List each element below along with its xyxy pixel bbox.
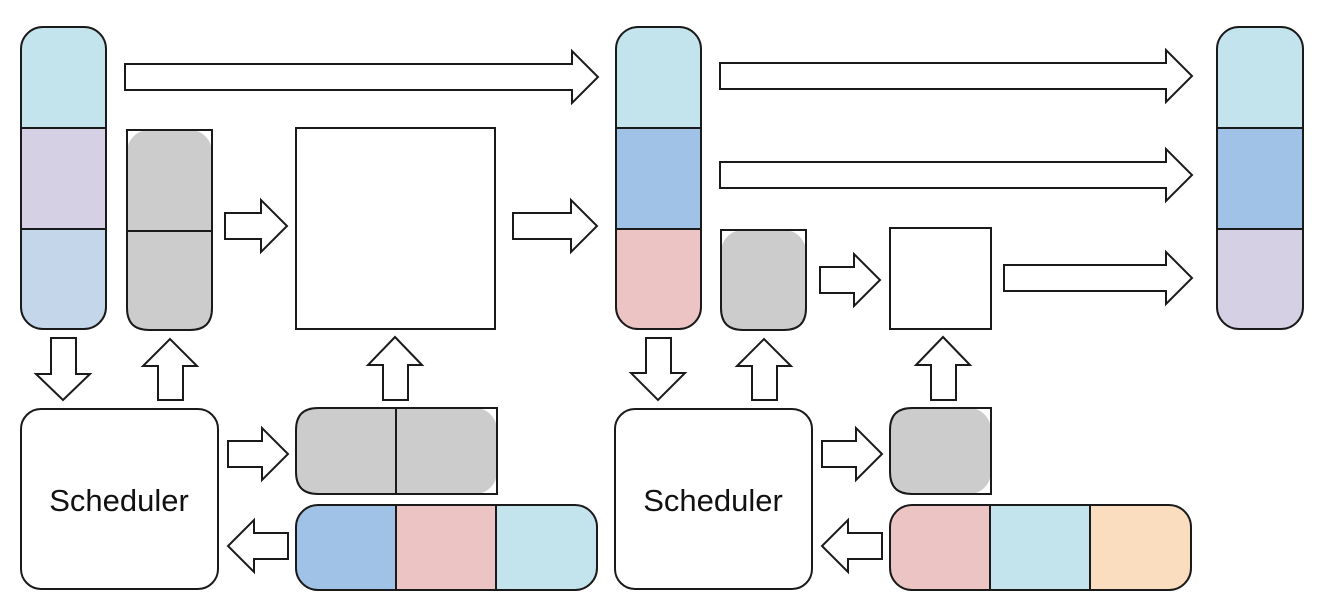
gray-queue	[889, 407, 992, 495]
queue-cell-cyan	[990, 505, 1090, 590]
arrow-right	[719, 47, 1194, 105]
request-queue	[889, 504, 1192, 591]
stack-segment-lavender	[21, 128, 106, 229]
stack-segment-blue	[616, 128, 701, 229]
arrow-up	[734, 337, 794, 401]
arrow-up	[140, 337, 200, 401]
scheduler-label: Scheduler	[643, 483, 783, 518]
input-stack	[20, 26, 107, 330]
scheduler-box: Scheduler	[20, 408, 219, 590]
queue-cell-pink	[396, 505, 496, 590]
arrow-left	[226, 517, 289, 575]
arrow-right	[1003, 249, 1194, 307]
stack-segment-steel-blue	[21, 229, 106, 329]
output-stack	[1216, 26, 1304, 330]
intermediate-stack	[615, 26, 702, 330]
gray-batch-block	[720, 229, 807, 331]
stack-segment-cyan	[616, 27, 701, 128]
stack-segment-pink	[616, 229, 701, 329]
request-queue	[295, 504, 598, 591]
arrow-down	[628, 337, 688, 402]
arrow-left	[820, 517, 883, 575]
arrow-right	[224, 197, 289, 255]
queue-cell-blue	[296, 505, 396, 590]
queue-cell-peach	[1090, 505, 1191, 590]
arrow-right	[821, 425, 884, 483]
arrow-right	[819, 251, 882, 309]
queue-cell-pink	[890, 505, 990, 590]
arrow-right	[227, 425, 290, 483]
stack-segment-cyan	[1217, 27, 1303, 128]
arrow-right	[124, 48, 600, 106]
queue-cell-cyan	[496, 505, 597, 590]
stack-segment-cyan	[21, 27, 106, 128]
arrow-up	[365, 335, 425, 401]
model-box-large	[295, 127, 496, 330]
scheduler-label: Scheduler	[49, 483, 189, 518]
arrow-right	[719, 146, 1194, 204]
stack-segment-lavender	[1217, 229, 1303, 329]
stack-segment-blue	[1217, 128, 1303, 229]
gray-queue	[295, 407, 498, 495]
arrow-down	[33, 337, 93, 402]
arrow-up	[913, 335, 973, 401]
arrow-right	[512, 197, 599, 255]
model-box-small	[889, 227, 992, 330]
gray-batch-stack	[126, 129, 213, 331]
scheduler-box: Scheduler	[614, 408, 813, 590]
